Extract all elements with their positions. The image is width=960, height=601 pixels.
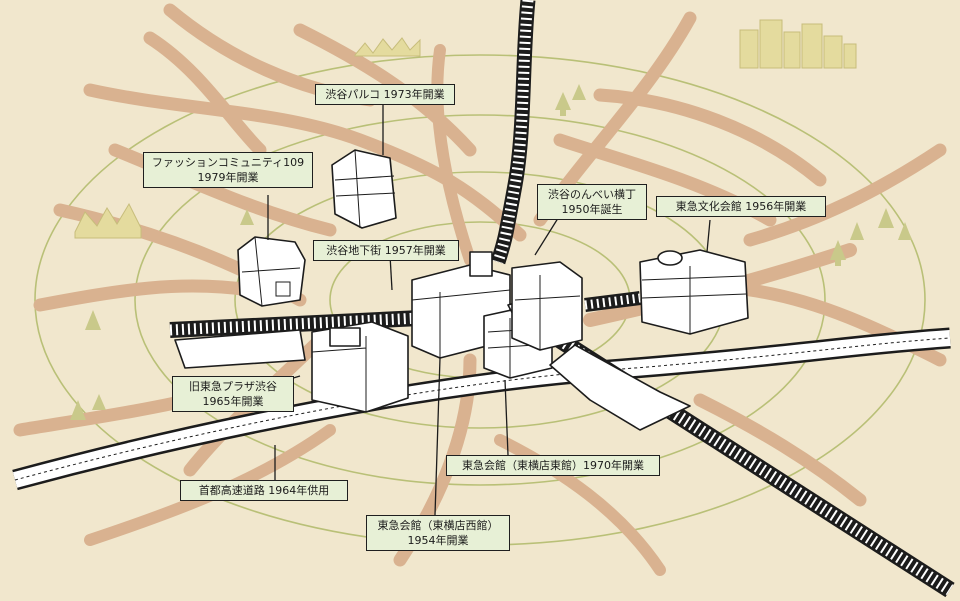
railway-west (169, 310, 421, 338)
label-fashion-community-109: ファッションコミュニティ109 1979年開業 (143, 152, 313, 188)
building-109 (237, 236, 306, 307)
skyline-left (74, 37, 421, 239)
label-tokyu-plaza-title: 旧東急プラザ渋谷 (189, 380, 277, 393)
label-shuto-expressway-text: 首都高速道路 1964年供用 (198, 484, 330, 497)
skyline-right (739, 19, 857, 69)
building-parco (331, 149, 397, 229)
label-tokyu-kaikan-east: 東急会館（東横店東館）1970年開業 (446, 455, 660, 476)
label-fashion-community-109-year: 1979年開業 (197, 171, 259, 184)
railway-north (490, 0, 536, 265)
label-shuto-expressway: 首都高速道路 1964年供用 (180, 480, 348, 501)
label-tokyu-kaikan-west-year: 1954年開業 (407, 534, 469, 547)
label-nonbei-yokocho: 渋谷のんべい横丁 1950年誕生 (537, 184, 647, 220)
building-center-deck (174, 329, 691, 431)
building-plaza (311, 321, 409, 413)
label-shibuya-chikagai-text: 渋谷地下街 1957年開業 (326, 244, 446, 257)
label-shibuya-parco-text: 渋谷パルコ 1973年開業 (325, 88, 445, 101)
label-tokyu-bunka-kaikan: 東急文化会館 1956年開業 (656, 196, 826, 217)
label-tokyu-bunka-kaikan-text: 東急文化会館 1956年開業 (675, 200, 807, 213)
building-bunka-kaikan (639, 249, 749, 335)
label-shibuya-parco: 渋谷パルコ 1973年開業 (315, 84, 455, 105)
label-fashion-community-109-title: ファッションコミュニティ109 (151, 156, 305, 169)
railway-east (584, 291, 641, 312)
label-nonbei-yokocho-title: 渋谷のんべい横丁 (548, 188, 636, 201)
building-station-east (511, 261, 583, 351)
label-tokyu-kaikan-west: 東急会館（東横店西館） 1954年開業 (366, 515, 510, 551)
label-nonbei-yokocho-year: 1950年誕生 (561, 203, 623, 216)
label-tokyu-plaza: 旧東急プラザ渋谷 1965年開業 (172, 376, 294, 412)
label-tokyu-kaikan-east-text: 東急会館（東横店東館）1970年開業 (462, 459, 644, 472)
trees (70, 84, 912, 420)
label-tokyu-kaikan-west-title: 東急会館（東横店西館） (377, 519, 499, 532)
label-shibuya-chikagai: 渋谷地下街 1957年開業 (313, 240, 459, 261)
label-tokyu-plaza-year: 1965年開業 (202, 395, 264, 408)
